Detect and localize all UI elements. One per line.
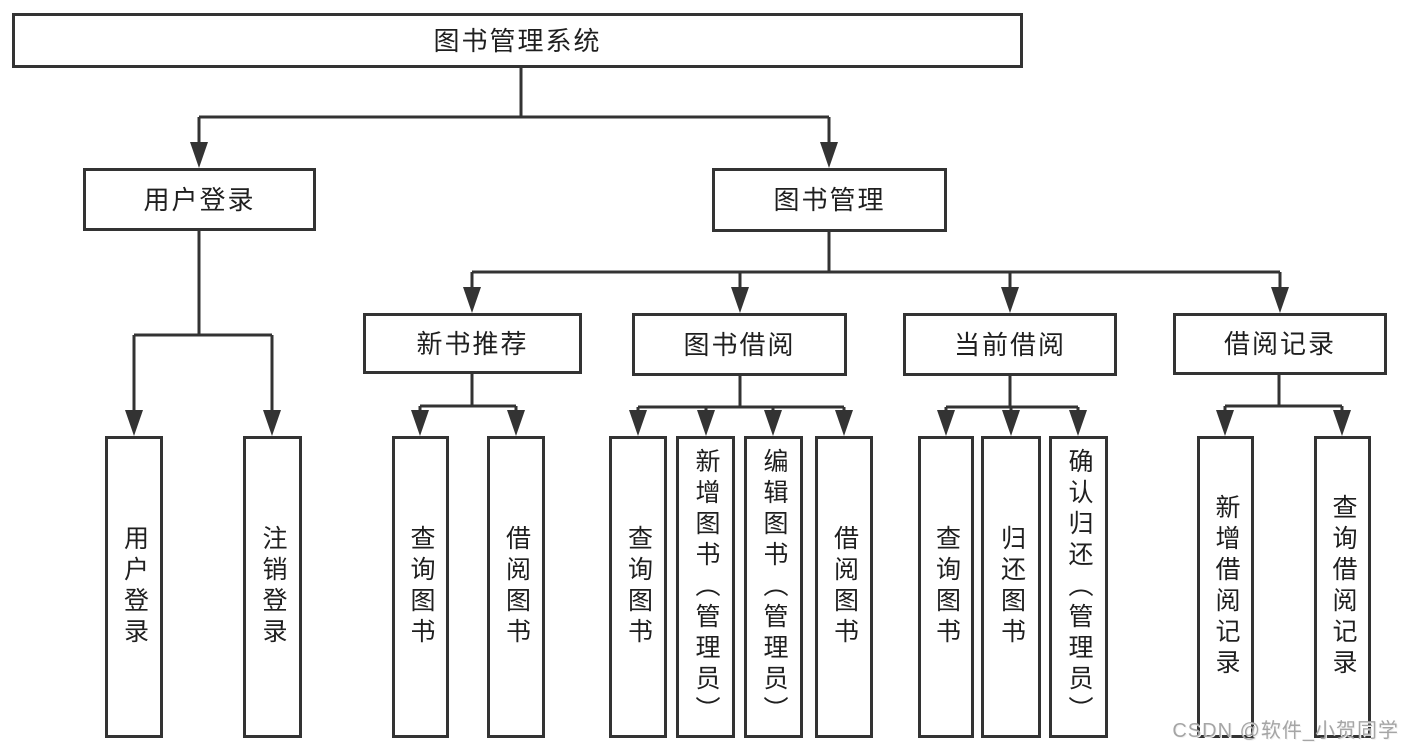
leaf-add-book-admin: 新增图书（管理员） [676, 436, 735, 738]
connector-new-book-recommend-branch [411, 374, 525, 436]
leaf-edit-book-admin-label: 编辑图书（管理员） [760, 447, 788, 727]
node-book-borrow: 图书借阅 [632, 313, 847, 376]
leaf-confirm-return-admin: 确认归还（管理员） [1049, 436, 1108, 738]
connector-book-borrow-branch [629, 376, 853, 436]
leaf-recommend-borrow-book: 借阅图书 [487, 436, 545, 738]
leaf-recommend-query-book: 查询图书 [392, 436, 449, 738]
leaf-logout: 注销登录 [243, 436, 302, 738]
node-new-book-recommend: 新书推荐 [363, 313, 582, 374]
leaf-add-borrow-record: 新增借阅记录 [1197, 436, 1254, 738]
leaf-borrow-borrow-book: 借阅图书 [815, 436, 873, 738]
leaf-current-query-book-label: 查询图书 [932, 525, 961, 649]
connector-book-management-branch [463, 232, 1289, 313]
node-user-login: 用户登录 [83, 168, 316, 231]
connector-borrow-records-branch [1216, 375, 1351, 436]
leaf-confirm-return-admin-label: 确认归还（管理员） [1065, 447, 1093, 727]
leaf-recommend-query-book-label: 查询图书 [407, 525, 435, 649]
node-root: 图书管理系统 [12, 13, 1023, 68]
leaf-return-book: 归还图书 [981, 436, 1041, 738]
connector-current-borrow-branch [937, 376, 1087, 436]
leaf-borrow-query-book: 查询图书 [609, 436, 667, 738]
node-book-management: 图书管理 [712, 168, 947, 232]
watermark: CSDN @软件_小贺同学 [1172, 720, 1399, 742]
leaf-user-login-label: 用户登录 [120, 525, 149, 649]
leaf-add-book-admin-label: 新增图书（管理员） [692, 447, 720, 727]
connector-root-to-level2 [190, 68, 838, 168]
leaf-query-borrow-record-label: 查询借阅记录 [1329, 494, 1357, 680]
leaf-logout-label: 注销登录 [259, 525, 287, 649]
node-borrow-records: 借阅记录 [1173, 313, 1387, 375]
leaf-return-book-label: 归还图书 [997, 525, 1026, 649]
leaf-borrow-query-book-label: 查询图书 [624, 525, 653, 649]
connector-user-login-branch [125, 231, 281, 436]
leaf-borrow-borrow-book-label: 借阅图书 [830, 525, 859, 649]
leaf-user-login: 用户登录 [105, 436, 163, 738]
leaf-query-borrow-record: 查询借阅记录 [1314, 436, 1371, 738]
leaf-recommend-borrow-book-label: 借阅图书 [502, 525, 531, 649]
node-current-borrow: 当前借阅 [903, 313, 1117, 376]
leaf-add-borrow-record-label: 新增借阅记录 [1212, 494, 1240, 680]
leaf-current-query-book: 查询图书 [918, 436, 974, 738]
leaf-edit-book-admin: 编辑图书（管理员） [744, 436, 803, 738]
